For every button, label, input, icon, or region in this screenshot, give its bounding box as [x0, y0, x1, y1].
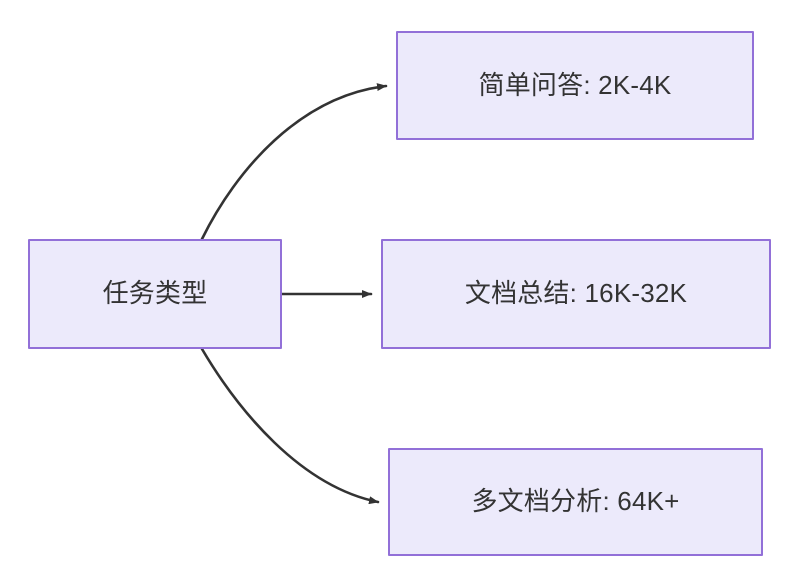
node-multi-doc[interactable]: 多文档分析: 64K+: [388, 448, 763, 556]
node-doc-summary[interactable]: 文档总结: 16K-32K: [381, 239, 771, 349]
node-multi-doc-label: 多文档分析: 64K+: [471, 486, 680, 517]
node-root-label: 任务类型: [102, 278, 208, 309]
node-root[interactable]: 任务类型: [28, 239, 282, 349]
node-doc-summary-label: 文档总结: 16K-32K: [464, 278, 688, 309]
edge-root-to-simple-qa: [200, 83, 388, 241]
edge-root-to-multi-doc: [200, 347, 380, 505]
node-simple-qa-label: 简单问答: 2K-4K: [478, 69, 672, 100]
node-simple-qa[interactable]: 简单问答: 2K-4K: [396, 31, 754, 140]
